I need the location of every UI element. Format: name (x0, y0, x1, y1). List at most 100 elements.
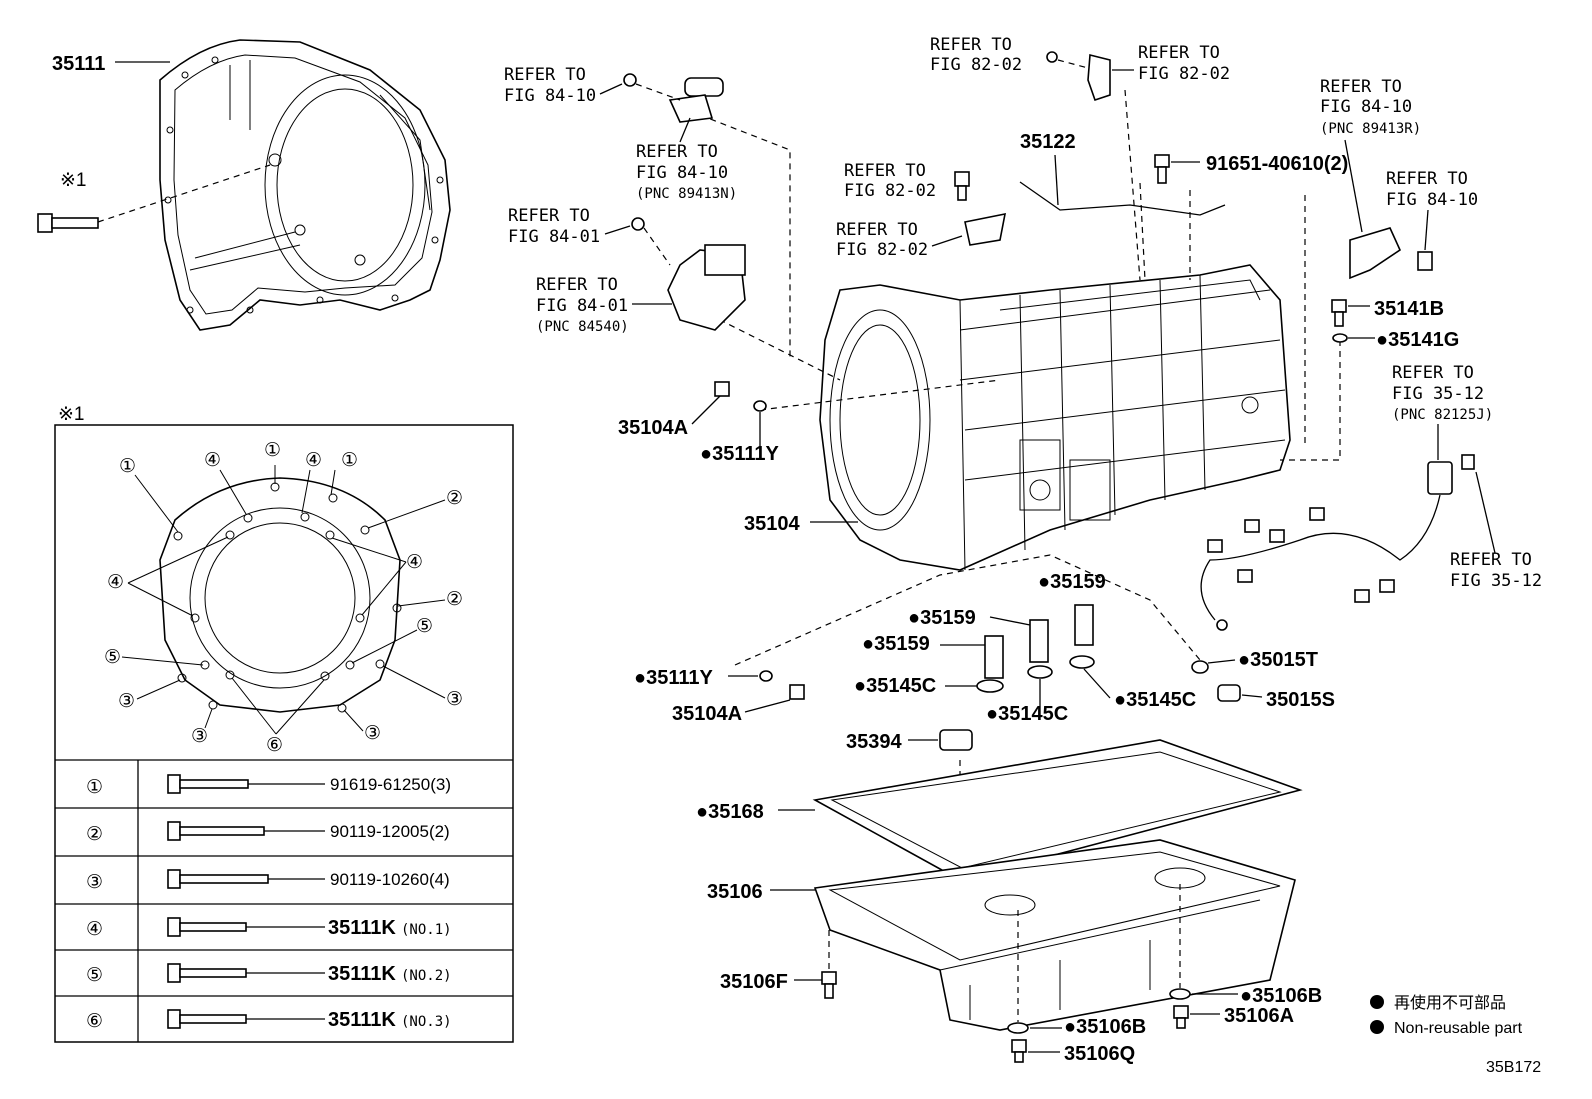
refer-text: REFER TO (1450, 550, 1532, 570)
row-note: (NO.1) (401, 922, 452, 938)
oring-icon (728, 670, 773, 682)
table-row: ④ 35111K (NO.1) (86, 917, 452, 940)
refer-note: REFER TO FIG 82-02 (844, 161, 936, 201)
strainer-icon (908, 729, 973, 751)
washer-icon (945, 655, 1111, 706)
bolt-icon (1154, 154, 1200, 184)
row-key: ① (86, 777, 103, 798)
refer-text: REFER TO (836, 220, 918, 240)
bell-housing-drawing (159, 39, 451, 331)
refer-text: FIG 35-12 (1392, 384, 1484, 404)
table-row: ② 90119-12005(2) (86, 821, 450, 845)
row-note: (NO.2) (401, 968, 452, 984)
bullet-icon (1370, 1020, 1384, 1034)
label-35122: 35122 (1020, 131, 1076, 153)
row-part: 35111K (328, 963, 396, 985)
pan-gasket-drawing (778, 739, 1303, 881)
oring-icon (1191, 659, 1236, 674)
table-row: ⑤ 35111K (NO.2) (86, 963, 452, 986)
legend: 再使用不可部品 Non-reusable part (1370, 994, 1523, 1037)
refer-text: REFER TO (930, 35, 1012, 55)
refer-note: REFER TO FIG 35-12 (1450, 471, 1542, 591)
switch-icon (631, 217, 746, 331)
bullet-icon (1370, 995, 1384, 1009)
inset-num: ③ (446, 689, 463, 710)
inset-num: ④ (305, 450, 322, 471)
label-35106A: 35106A (1224, 1005, 1294, 1027)
inset-num: ④ (204, 450, 221, 471)
transmission-case-drawing (819, 264, 1291, 571)
plug-icon (794, 930, 837, 999)
label-35106B-2: ●35106B (1240, 985, 1322, 1007)
note-mark: ※1 (60, 170, 87, 191)
inset-num: ⑤ (104, 647, 121, 668)
inset-num: ② (446, 589, 463, 610)
gasket-icon (1332, 333, 1375, 343)
plug-icon (1007, 910, 1062, 1063)
inset-num: ③ (364, 723, 381, 744)
refer-text: (PNC 84540) (536, 319, 629, 335)
label-35141B: 35141B (1374, 298, 1444, 320)
wire-harness-drawing (1200, 454, 1475, 631)
row-key: ③ (86, 872, 103, 893)
inset-bell-drawing (159, 477, 402, 713)
table-row: ③ 90119-10260(4) (86, 869, 450, 893)
label-35159-2: ●35159 (908, 607, 976, 629)
refer-note: REFER TO FIG 84-10 (1386, 169, 1478, 251)
row-part: 90119-12005(2) (330, 822, 450, 841)
sensor-icon (1217, 684, 1263, 702)
refer-text: REFER TO (504, 65, 586, 85)
refer-text: REFER TO (1138, 43, 1220, 63)
label-35106F: 35106F (720, 971, 788, 993)
label-35104: 35104 (744, 513, 800, 535)
refer-text: REFER TO (508, 206, 590, 226)
label-35106Q: 35106Q (1064, 1043, 1135, 1065)
refer-text: FIG 82-02 (930, 55, 1022, 75)
refer-note: REFER TO FIG 84-10 (504, 65, 623, 106)
refer-text: (PNC 82125J) (1392, 407, 1493, 423)
plug-icon (691, 381, 730, 425)
refer-text: FIG 35-12 (1450, 571, 1542, 591)
label-35145C-2: ●35145C (986, 703, 1068, 725)
refer-text: FIG 84-10 (636, 163, 728, 183)
inset-num: ① (119, 456, 136, 477)
refer-text: REFER TO (636, 142, 718, 162)
inset-num: ④ (107, 572, 124, 593)
inset-num: ⑤ (416, 616, 433, 637)
row-part: 91619-61250(3) (330, 775, 451, 794)
refer-note: REFER TO FIG 84-10 (PNC 89413N) (636, 117, 737, 202)
label-91651: 91651-40610(2) (1206, 153, 1348, 175)
refer-text: REFER TO (1386, 169, 1468, 189)
label-35394: 35394 (846, 731, 902, 753)
speed-sensor-icon (623, 73, 724, 123)
inset-frame (54, 424, 514, 1043)
refer-text: FIG 84-10 (504, 86, 596, 106)
label-35104A: 35104A (618, 417, 688, 439)
label-35159-3: ●35159 (862, 633, 930, 655)
label-35111Y-2: ●35111Y (634, 667, 713, 689)
refer-note: REFER TO FIG 84-01 (PNC 84540) (536, 275, 672, 335)
inset-num: ① (264, 440, 281, 461)
legend-en: Non-reusable part (1394, 1020, 1523, 1037)
refer-note: REFER TO FIG 84-01 (508, 206, 631, 247)
oring-icon (753, 400, 767, 448)
refer-note: REFER TO FIG 84-10 (PNC 89413R) (1320, 77, 1421, 233)
label-35145C-1: ●35145C (854, 675, 936, 697)
speed-sensor-icon (1349, 227, 1433, 280)
legend-jp: 再使用不可部品 (1394, 994, 1506, 1012)
refer-text: REFER TO (844, 161, 926, 181)
sleeve-icon (984, 604, 1094, 679)
refer-text: FIG 84-10 (1386, 190, 1478, 210)
label-35111Y: ●35111Y (700, 443, 779, 465)
row-note: (NO.3) (401, 1014, 452, 1030)
refer-text: (PNC 89413N) (636, 186, 737, 202)
label-35106: 35106 (707, 881, 763, 903)
refer-text: FIG 84-01 (508, 227, 600, 247)
refer-text: (PNC 89413R) (1320, 121, 1421, 137)
refer-text: REFER TO (536, 275, 618, 295)
label-35111: 35111 (52, 53, 105, 75)
refer-text: FIG 82-02 (844, 181, 936, 201)
figure-id: 35B172 (1486, 1059, 1541, 1076)
row-part: 90119-10260(4) (330, 870, 450, 889)
